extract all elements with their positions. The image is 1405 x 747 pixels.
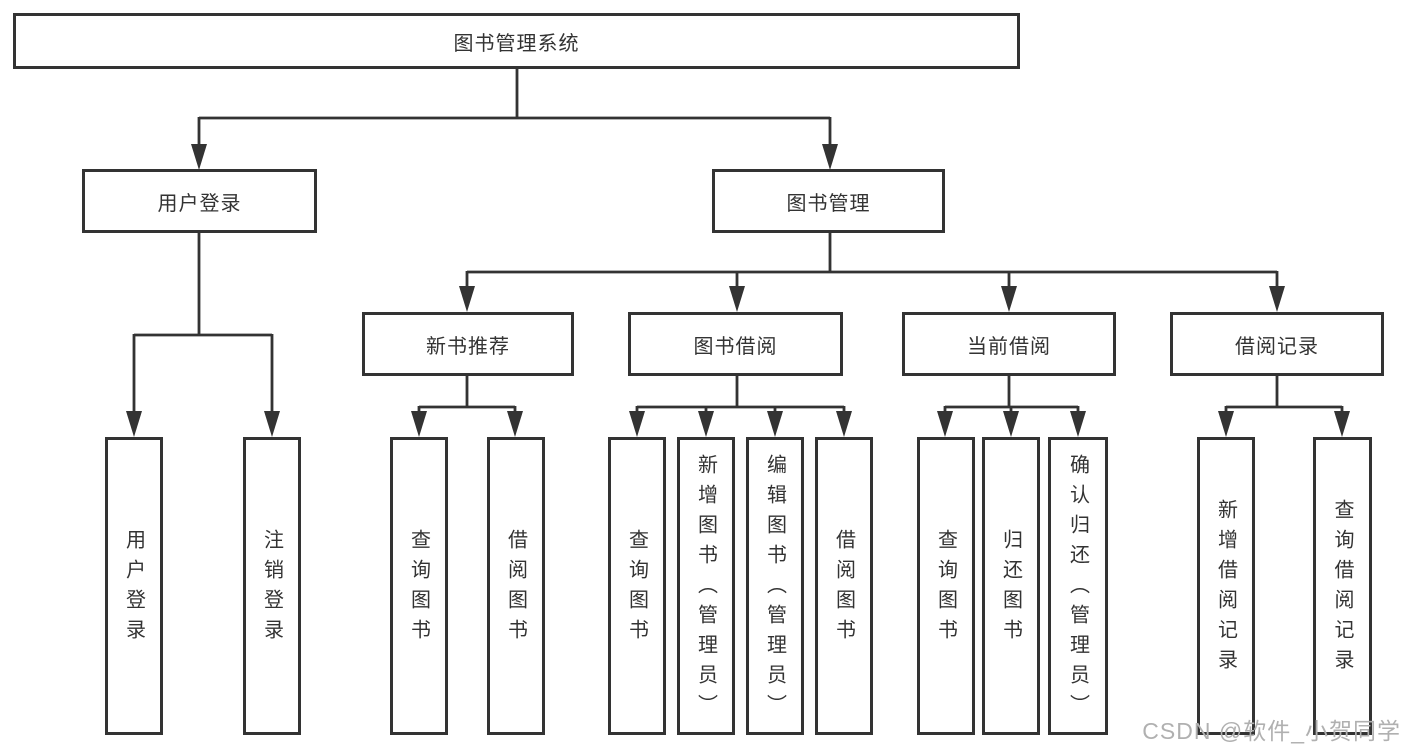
node-borrowing-records: 借阅记录 (1170, 312, 1384, 376)
node-book-borrowing: 图书借阅 (628, 312, 843, 376)
node-current-borrowing: 当前借阅 (902, 312, 1116, 376)
node-user-login: 用户登录 (82, 169, 317, 233)
leaf-add-borrow-record: 新增借阅记录 (1197, 437, 1255, 735)
leaf-edit-book-admin: 编辑图书（管理员） (746, 437, 804, 735)
leaf-query-books-borrow: 查询图书 (608, 437, 666, 735)
leaf-add-book-admin: 新增图书（管理员） (677, 437, 735, 735)
csdn-watermark: CSDN @软件_小贺同学 (1142, 718, 1401, 744)
leaf-user-login: 用户登录 (105, 437, 163, 735)
leaf-query-books-current: 查询图书 (917, 437, 975, 735)
leaf-borrow-books: 借阅图书 (815, 437, 873, 735)
leaf-query-borrow-record: 查询借阅记录 (1313, 437, 1372, 735)
leaf-query-books-recommend: 查询图书 (390, 437, 448, 735)
leaf-borrow-books-recommend: 借阅图书 (487, 437, 545, 735)
node-book-management: 图书管理 (712, 169, 945, 233)
leaf-return-book: 归还图书 (982, 437, 1040, 735)
leaf-logout: 注销登录 (243, 437, 301, 735)
leaf-confirm-return-admin: 确认归还（管理员） (1048, 437, 1108, 735)
node-new-book-recommendation: 新书推荐 (362, 312, 574, 376)
node-library-system: 图书管理系统 (13, 13, 1020, 69)
